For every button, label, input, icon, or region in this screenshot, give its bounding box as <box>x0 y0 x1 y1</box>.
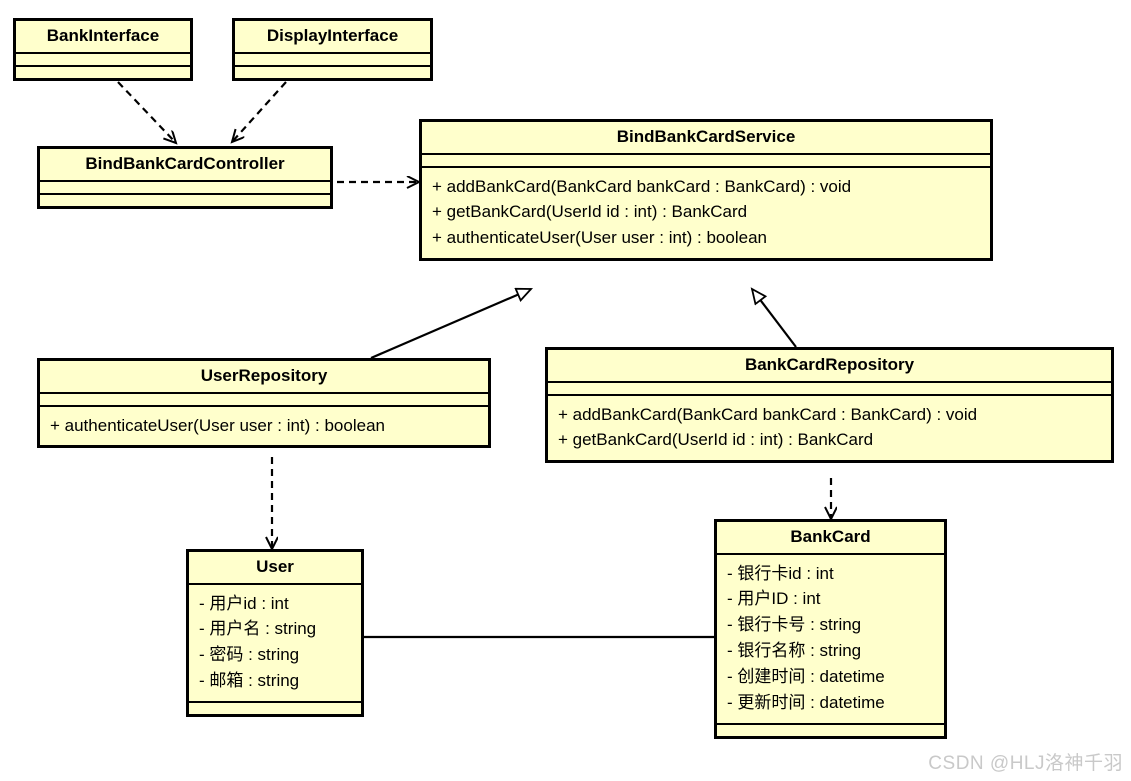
class-separator <box>422 152 990 155</box>
class-member: + authenticateUser(User user : int) : bo… <box>432 228 767 248</box>
class-box-user-repository[interactable]: UserRepository + authenticateUser(User u… <box>37 358 491 449</box>
class-name-user: User <box>256 557 294 576</box>
class-attributes-bind-bank-card-service <box>422 155 990 166</box>
class-separator <box>717 552 944 555</box>
class-attributes-display-interface <box>235 54 430 65</box>
class-box-bank-card[interactable]: BankCard - 银行卡id : int - 用户ID : int - 银行… <box>714 519 947 739</box>
class-member: - 创建时间 : datetime <box>727 666 885 686</box>
class-box-bind-bank-card-controller[interactable]: BindBankCardController <box>37 146 333 209</box>
class-separator <box>548 393 1111 396</box>
class-attributes-user-repository <box>40 394 488 405</box>
class-separator <box>40 179 330 182</box>
class-separator <box>40 404 488 407</box>
class-box-bank-interface[interactable]: BankInterface <box>13 18 193 81</box>
class-separator <box>189 582 361 585</box>
class-methods-bank-interface <box>16 67 190 78</box>
class-separator <box>16 51 190 54</box>
class-box-display-interface[interactable]: DisplayInterface <box>232 18 433 81</box>
class-attributes-bind-bank-card-controller <box>40 182 330 193</box>
class-member: - 银行名称 : string <box>727 641 862 661</box>
watermark-text: CSDN @HLJ洛神千羽 <box>928 753 1123 774</box>
class-separator <box>717 722 944 725</box>
class-member: - 用户名 : string <box>199 619 317 639</box>
class-member: - 银行卡id : int <box>727 563 834 583</box>
class-name-bank-card: BankCard <box>790 527 871 546</box>
class-member: + addBankCard(BankCard bankCard : BankCa… <box>558 404 978 424</box>
class-name-bind-bank-card-controller: BindBankCardController <box>85 154 285 173</box>
class-member: - 银行卡号 : string <box>727 615 862 635</box>
edge-userrepository-to-service <box>370 289 531 360</box>
class-methods-bank-card-repository: + addBankCard(BankCard bankCard : BankCa… <box>548 396 1111 461</box>
class-member: - 用户id : int <box>199 593 289 613</box>
edge-bankinterface-to-controller <box>117 81 176 143</box>
class-member: + addBankCard(BankCard bankCard : BankCa… <box>432 176 852 196</box>
class-name-bank-interface: BankInterface <box>46 26 160 45</box>
class-attributes-user: - 用户id : int - 用户名 : string - 密码 : strin… <box>189 585 361 701</box>
class-separator <box>235 51 430 54</box>
class-member: + getBankCard(UserId id : int) : BankCar… <box>432 202 748 222</box>
class-name-bank-card-repository: BankCardRepository <box>744 355 915 374</box>
class-separator <box>189 700 361 703</box>
class-separator <box>16 64 190 67</box>
class-attributes-bank-interface <box>16 54 190 65</box>
class-attributes-bank-card: - 银行卡id : int - 用户ID : int - 银行卡号 : stri… <box>717 555 944 723</box>
class-separator <box>40 192 330 195</box>
class-methods-display-interface <box>235 67 430 78</box>
class-methods-user-repository: + authenticateUser(User user : int) : bo… <box>40 407 488 446</box>
class-separator <box>40 391 488 394</box>
class-methods-user <box>189 703 361 714</box>
class-member: - 邮箱 : string <box>199 671 300 691</box>
class-box-bank-card-repository[interactable]: BankCardRepository + addBankCard(BankCar… <box>545 347 1114 464</box>
edge-bankcardrepository-to-service <box>752 289 797 348</box>
class-box-bind-bank-card-service[interactable]: BindBankCardService + addBankCard(BankCa… <box>419 119 993 262</box>
class-name-user-repository: UserRepository <box>200 366 328 385</box>
class-member: + authenticateUser(User user : int) : bo… <box>50 415 385 435</box>
class-member: - 用户ID : int <box>727 589 821 609</box>
class-methods-bind-bank-card-service: + addBankCard(BankCard bankCard : BankCa… <box>422 168 990 258</box>
class-separator <box>548 380 1111 383</box>
class-name-display-interface: DisplayInterface <box>266 26 399 45</box>
class-box-user[interactable]: User - 用户id : int - 用户名 : string - 密码 : … <box>186 549 364 717</box>
class-name-bind-bank-card-service: BindBankCardService <box>616 127 796 146</box>
class-separator <box>235 64 430 67</box>
class-methods-bank-card <box>717 725 944 736</box>
class-member: - 更新时间 : datetime <box>727 692 885 712</box>
class-methods-bind-bank-card-controller <box>40 195 330 206</box>
class-member: + getBankCard(UserId id : int) : BankCar… <box>558 430 874 450</box>
edge-displayinterface-to-controller <box>232 81 287 142</box>
class-separator <box>422 165 990 168</box>
class-member: - 密码 : string <box>199 645 300 665</box>
class-attributes-bank-card-repository <box>548 383 1111 394</box>
